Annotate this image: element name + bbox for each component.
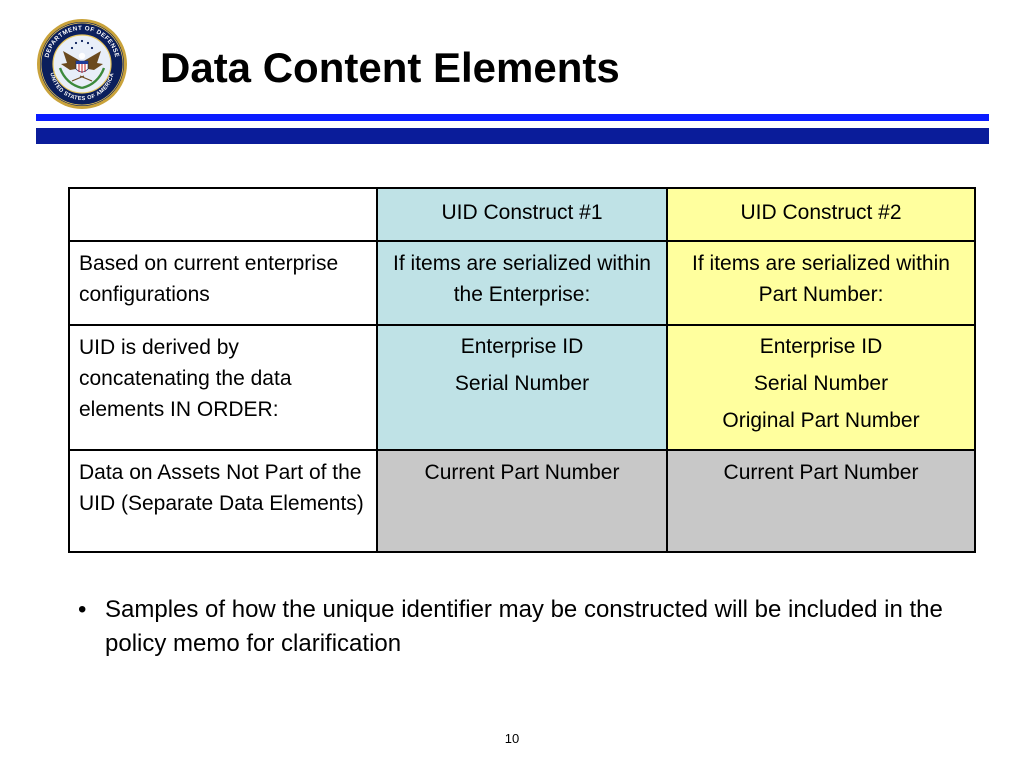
cell-construct-2-assets: Current Part Number [666,449,976,553]
column-header-construct-1: UID Construct #1 [376,187,668,242]
page-number: 10 [504,731,520,746]
table-corner-cell [68,187,378,242]
table-header-row: UID Construct #1 UID Construct #2 [68,187,976,242]
list-item: Enterprise ID [460,335,584,358]
cell-construct-2-elements: Enterprise ID Serial Number Original Par… [666,324,976,451]
bullet-dot-icon: • [78,596,87,623]
cell-construct-1-basis: If items are serialized within the Enter… [376,240,668,326]
list-item: Enterprise ID [759,335,883,358]
cell-construct-2-basis: If items are serialized within Part Numb… [666,240,976,326]
header-rule-thick [36,128,989,144]
table-row: Based on current enterprise configuratio… [68,240,976,326]
list-item: Serial Number [454,372,590,395]
construct-1-element-list: Enterprise ID Serial Number [387,332,657,399]
cell-construct-1-assets: Current Part Number [376,449,668,553]
department-of-defense-seal-icon: DEPARTMENT OF DEFENSE UNITED STATES OF A… [36,18,128,110]
list-item: Original Part Number [722,409,920,432]
construct-2-element-list: Enterprise ID Serial Number Original Par… [677,332,965,436]
row-label-basis: Based on current enterprise configuratio… [68,240,378,326]
table-row: UID is derived by concatenating the data… [68,324,976,451]
bullet-text: Samples of how the unique identifier may… [105,596,943,657]
list-item: Serial Number [753,372,889,395]
row-label-derivation: UID is derived by concatenating the data… [68,324,378,451]
page-title: Data Content Elements [160,44,620,91]
header-rule-thin [36,114,989,121]
table-row: Data on Assets Not Part of the UID (Sepa… [68,449,976,553]
row-label-assets: Data on Assets Not Part of the UID (Sepa… [68,449,378,553]
bullet-item: • Samples of how the unique identifier m… [78,593,958,661]
cell-construct-1-elements: Enterprise ID Serial Number [376,324,668,451]
uid-construct-table: UID Construct #1 UID Construct #2 Based … [68,187,976,553]
column-header-construct-2: UID Construct #2 [666,187,976,242]
